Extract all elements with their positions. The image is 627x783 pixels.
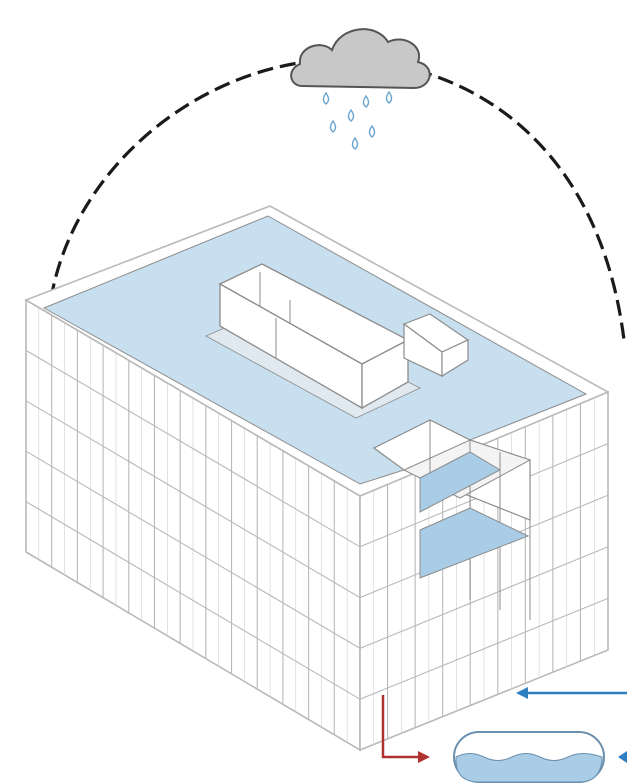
rain-drop-icon: [387, 92, 392, 103]
rain-drops: [324, 92, 392, 149]
rain-drop-icon: [353, 138, 358, 149]
rain-drop-icon: [370, 126, 375, 137]
rain-drop-icon: [349, 110, 354, 121]
rain-drop-icon: [364, 96, 369, 107]
storage-tank: [454, 732, 604, 782]
building: [26, 206, 608, 750]
rain-drop-icon: [331, 121, 336, 132]
rain-drop-icon: [324, 93, 329, 104]
rain-cloud-icon: [291, 29, 430, 88]
